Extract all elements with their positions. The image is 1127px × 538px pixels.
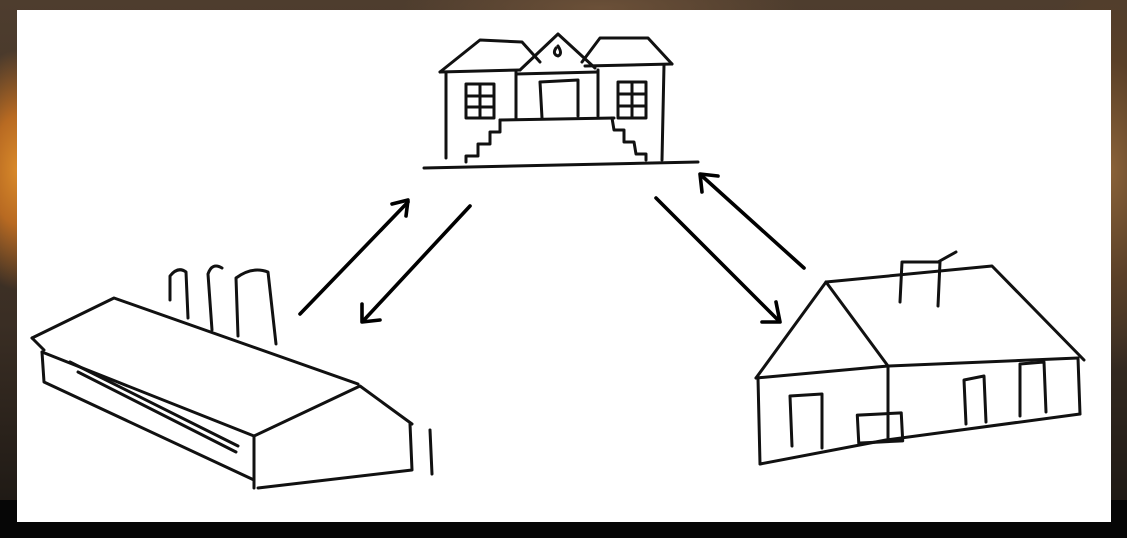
arrow-house-to-government (700, 174, 804, 268)
house-icon (756, 252, 1084, 464)
arrow-government-to-factory (362, 206, 470, 322)
arrow-factory-to-government (300, 200, 408, 314)
arrow-government-to-house (656, 198, 780, 322)
public-building-icon (424, 34, 698, 168)
factory-icon (32, 266, 432, 488)
